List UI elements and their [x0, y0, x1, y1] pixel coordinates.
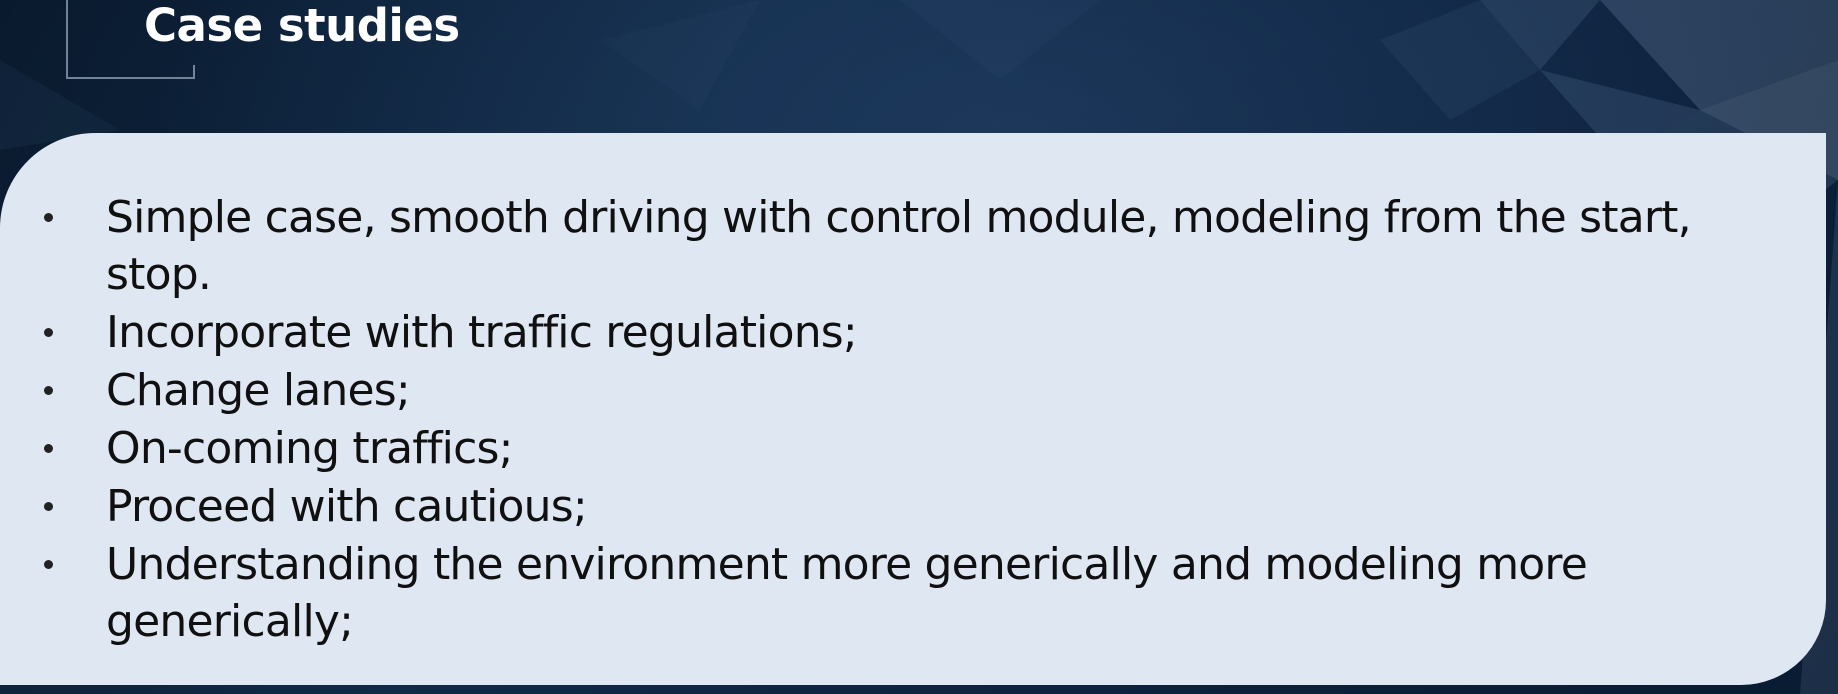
bullet-icon: [44, 328, 53, 337]
bullet-text: On-coming traffics;: [106, 423, 513, 474]
title-frame-decoration: [66, 0, 195, 79]
bullet-text: Change lanes;: [106, 365, 411, 416]
bullet-item: Simple case, smooth driving with control…: [30, 189, 1798, 303]
bullet-text: Understanding the environment more gener…: [106, 539, 1588, 647]
bullet-item: On-coming traffics;: [30, 420, 1798, 477]
bullet-text: Proceed with cautious;: [106, 481, 588, 532]
bullet-icon: [44, 502, 53, 511]
bullet-item: Change lanes;: [30, 362, 1798, 419]
bullet-icon: [44, 213, 53, 222]
bullet-item: Proceed with cautious;: [30, 478, 1798, 535]
bullet-item: Understanding the environment more gener…: [30, 536, 1798, 650]
bullet-icon: [44, 560, 53, 569]
bullet-item: Incorporate with traffic regulations;: [30, 304, 1798, 361]
bullet-icon: [44, 444, 53, 453]
bullet-text: Incorporate with traffic regulations;: [106, 307, 858, 358]
bullet-icon: [44, 386, 53, 395]
slide-title: Case studies: [144, 0, 460, 52]
bullet-list: Simple case, smooth driving with control…: [30, 189, 1798, 650]
content-panel: Simple case, smooth driving with control…: [0, 133, 1826, 685]
bullet-text: Simple case, smooth driving with control…: [106, 192, 1692, 300]
